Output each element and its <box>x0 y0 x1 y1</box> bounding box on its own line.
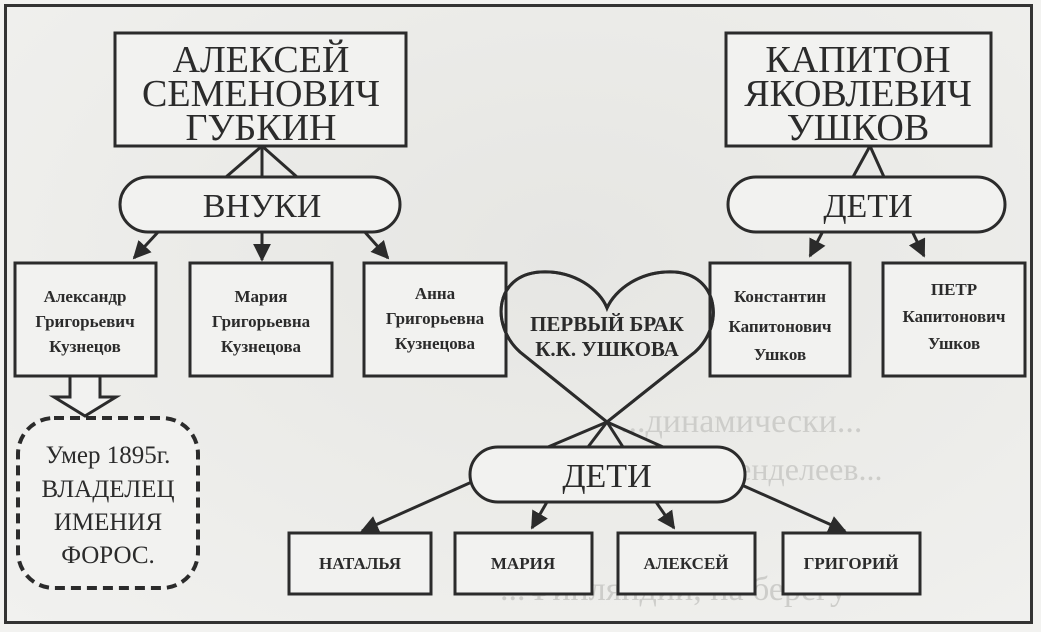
ushkov-child-2-line-2: Капитонович <box>902 307 1005 326</box>
hollow-arrow-icon <box>48 374 122 418</box>
group-label-vnuki: ВНУКИ <box>203 188 322 225</box>
marriage-child-2-label: МАРИЯ <box>491 554 555 573</box>
grandchild-node-anna[interactable]: Анна Григорьевна Кузнецова <box>362 261 508 378</box>
note-line-3: ИМЕНИЯ <box>54 509 162 536</box>
root-ushkov-line-2: ЯКОВЛЕВИЧ <box>744 73 972 115</box>
grandchild-3-line-1: Анна <box>415 284 456 303</box>
marriage-child-4-label: ГРИГОРИЙ <box>804 554 899 573</box>
grandchild-node-maria[interactable]: Мария Григорьевна Кузнецова <box>188 261 334 378</box>
ushkov-child-1-line-2: Капитонович <box>728 317 831 336</box>
note-line-2: ВЛАДЕЛЕЦ <box>41 476 174 503</box>
connector-gubkin-to-vnuki <box>225 144 298 179</box>
connector-ushkov-to-deti <box>851 145 886 178</box>
grandchild-1-line-2: Григорьевич <box>35 312 135 331</box>
root-node-ushkov[interactable]: КАПИТОН ЯКОВЛЕВИЧ УШКОВ <box>724 31 993 149</box>
ushkov-child-1-line-1: Константин <box>734 287 826 306</box>
grandchild-2-line-1: Мария <box>235 287 288 306</box>
root-ushkov-line-3: УШКОВ <box>787 107 929 149</box>
grandchild-3-line-2: Григорьевна <box>386 309 485 328</box>
marriage-child-3-label: АЛЕКСЕЙ <box>643 554 728 573</box>
group-pill-deti-ushkov[interactable]: ДЕТИ <box>726 175 1007 234</box>
arrows-deti-to-ushkov-children <box>808 230 926 258</box>
connector-heart-to-deti <box>547 420 664 449</box>
grandchild-2-line-2: Григорьевна <box>212 312 311 331</box>
marriage-child-maria[interactable]: МАРИЯ <box>453 531 594 596</box>
root-gubkin-line-3: ГУБКИН <box>186 107 337 149</box>
ushkov-child-1-line-3: Ушков <box>754 345 806 364</box>
note-line-1: Умер 1895г. <box>46 442 171 469</box>
marriage-child-natalya[interactable]: НАТАЛЬЯ <box>287 531 433 596</box>
root-gubkin-line-1: АЛЕКСЕЙ <box>173 39 350 81</box>
group-label-deti-marriage: ДЕТИ <box>562 458 651 495</box>
marriage-child-1-label: НАТАЛЬЯ <box>319 554 401 573</box>
child-node-petr[interactable]: ПЕТР Капитонович Ушков <box>881 261 1027 378</box>
arrows-deti-to-marriage-children <box>360 479 847 533</box>
grandchild-3-line-3: Кузнецова <box>395 334 476 353</box>
grandchild-node-aleksandr[interactable]: Александр Григорьевич Кузнецов <box>13 261 158 378</box>
marriage-child-aleksei[interactable]: АЛЕКСЕЙ <box>616 531 757 596</box>
group-label-deti-ushkov: ДЕТИ <box>823 188 912 225</box>
root-gubkin-line-2: СЕМЕНОВИЧ <box>142 73 380 115</box>
marriage-child-grigoriy[interactable]: ГРИГОРИЙ <box>781 531 922 596</box>
child-node-konstantin[interactable]: Константин Капитонович Ушков <box>708 261 852 378</box>
arrows-vnuki-to-grandchildren <box>132 228 390 262</box>
marriage-line-2: К.К. УШКОВА <box>535 337 679 361</box>
marriage-heart[interactable]: ПЕРВЫЙ БРАК К.К. УШКОВА <box>499 270 715 424</box>
ushkov-child-2-line-1: ПЕТР <box>931 280 977 299</box>
ushkov-child-2-line-3: Ушков <box>928 334 980 353</box>
grandchild-1-line-1: Александр <box>44 287 127 306</box>
note-aleksandr-death[interactable]: Умер 1895г. ВЛАДЕЛЕЦ ИМЕНИЯ ФОРОС. <box>16 416 200 590</box>
root-node-gubkin[interactable]: АЛЕКСЕЙ СЕМЕНОВИЧ ГУБКИН <box>113 31 408 149</box>
marriage-line-1: ПЕРВЫЙ БРАК <box>530 312 685 336</box>
note-line-4: ФОРОС. <box>61 542 155 569</box>
grandchild-2-line-3: Кузнецова <box>221 337 302 356</box>
root-ushkov-line-1: КАПИТОН <box>765 39 950 81</box>
group-pill-vnuki[interactable]: ВНУКИ <box>118 175 402 234</box>
group-pill-deti-marriage[interactable]: ДЕТИ <box>468 445 747 504</box>
grandchild-1-line-3: Кузнецов <box>49 337 121 356</box>
